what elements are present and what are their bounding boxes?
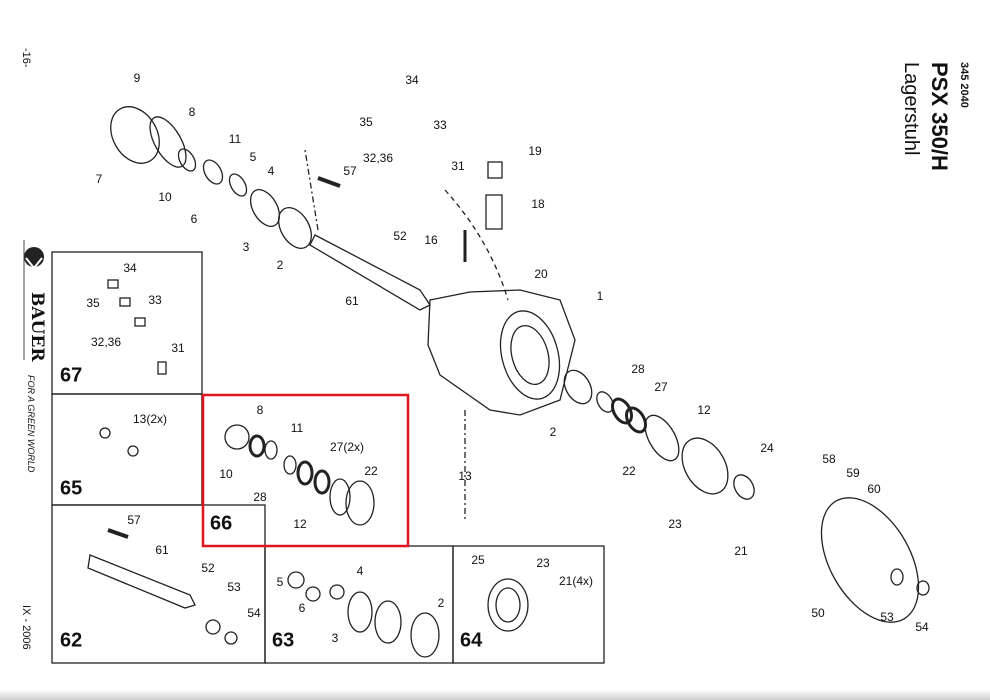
- callout-label: 54: [915, 620, 929, 634]
- callout-label: 59: [846, 466, 860, 480]
- callout-label: 12: [697, 403, 711, 417]
- inset-number: 65: [60, 477, 83, 500]
- callout-label: 7: [95, 172, 103, 186]
- inset-callout-label: 23: [536, 556, 550, 570]
- callout-label: 2: [276, 258, 284, 272]
- callout-label: 11: [228, 132, 242, 146]
- inset-callout-label: 32,36: [90, 335, 122, 349]
- callout-label: 20: [534, 267, 548, 281]
- callout-label: 18: [531, 197, 545, 211]
- inset-number: 63: [272, 629, 295, 652]
- inset-callout-label: 57: [127, 513, 141, 527]
- callout-label: 5: [249, 150, 257, 164]
- inset-callout-label: 8: [256, 403, 264, 417]
- callout-label: 24: [760, 441, 774, 455]
- inset-callout-label: 10: [219, 467, 233, 481]
- inset-callout-label: 3: [331, 631, 339, 645]
- callout-label: 32,36: [362, 151, 394, 165]
- inset-callout-label: 2: [437, 596, 445, 610]
- inset-number: 62: [60, 629, 83, 652]
- inset-box-64: [452, 545, 605, 664]
- callout-label: 28: [631, 362, 645, 376]
- housing-1: [427, 289, 576, 416]
- inset-callout-label: 53: [227, 580, 241, 594]
- inset-callout-label: 21(4x): [558, 574, 594, 588]
- callout-label: 58: [822, 452, 836, 466]
- callout-label: 52: [393, 229, 407, 243]
- callout-label: 60: [867, 482, 881, 496]
- inset-callout-label: 52: [201, 561, 215, 575]
- callout-label: 35: [359, 115, 373, 129]
- bearing-2: [277, 207, 313, 249]
- callout-label: 1: [596, 289, 604, 303]
- inset-callout-label: 61: [155, 543, 169, 557]
- shaft-61: [309, 234, 431, 311]
- callout-label: 27: [654, 380, 668, 394]
- brand-slogan: FOR A GREEN WORLD: [26, 375, 36, 473]
- flange-23: [681, 437, 729, 495]
- part-number: 345 2040: [958, 62, 970, 108]
- callout-label: 33: [433, 118, 447, 132]
- brand-name: BAUER: [27, 292, 47, 362]
- callout-label: 9: [133, 71, 141, 85]
- inset-callout-label: 33: [148, 293, 162, 307]
- callout-label: 21: [734, 544, 748, 558]
- callout-label: 34: [405, 73, 419, 87]
- callout-label: 6: [190, 212, 198, 226]
- inset-number: 64: [460, 629, 483, 652]
- inset-callout-label: 4: [356, 564, 364, 578]
- callout-label: 50: [811, 606, 825, 620]
- inset-callout-label: 5: [276, 575, 284, 589]
- inset-callout-label: 27(2x): [329, 440, 365, 454]
- inset-callout-label: 11: [290, 421, 304, 435]
- inset-callout-label: 34: [123, 261, 137, 275]
- callout-label: 53: [880, 610, 894, 624]
- callout-label: 10: [158, 190, 172, 204]
- callout-label: 13: [458, 469, 472, 483]
- inset-callout-label: 22: [364, 464, 378, 478]
- inset-callout-label: 35: [86, 296, 100, 310]
- highlight-box-66: [201, 393, 410, 548]
- inset-callout-label: 13(2x): [132, 412, 168, 426]
- inset-callout-label: 25: [471, 553, 485, 567]
- callout-label: 2: [549, 425, 557, 439]
- page-number: -16-: [20, 48, 32, 68]
- inset-number: 67: [60, 364, 83, 387]
- flange-cover-7: [110, 106, 160, 164]
- inset-callout-label: 12: [293, 517, 307, 531]
- inset-number: 66: [210, 512, 233, 535]
- callout-label: 3: [242, 240, 250, 254]
- inset-callout-label: 28: [253, 490, 267, 504]
- date: IX - 2006: [20, 605, 32, 650]
- inset-callout-label: 31: [171, 341, 185, 355]
- callout-label: 22: [622, 464, 636, 478]
- callout-label: 61: [345, 294, 359, 308]
- subtitle: Lagerstuhl: [900, 62, 922, 156]
- callout-label: 31: [451, 159, 465, 173]
- bearing-3: [249, 189, 281, 227]
- callout-label: 8: [188, 105, 196, 119]
- callout-label: 16: [424, 233, 438, 247]
- o-ring-8: [149, 116, 187, 168]
- callout-label: 4: [267, 164, 275, 178]
- callout-label: 23: [668, 517, 682, 531]
- callout-label: 57: [343, 164, 357, 178]
- model-title: PSX 350/H: [927, 62, 952, 171]
- disc-50: [820, 497, 920, 623]
- inset-callout-label: 6: [298, 601, 306, 615]
- scan-edge: [0, 690, 990, 700]
- callout-label: 19: [528, 144, 542, 158]
- inset-callout-label: 54: [247, 606, 261, 620]
- bauer-logo-icon: [24, 247, 44, 270]
